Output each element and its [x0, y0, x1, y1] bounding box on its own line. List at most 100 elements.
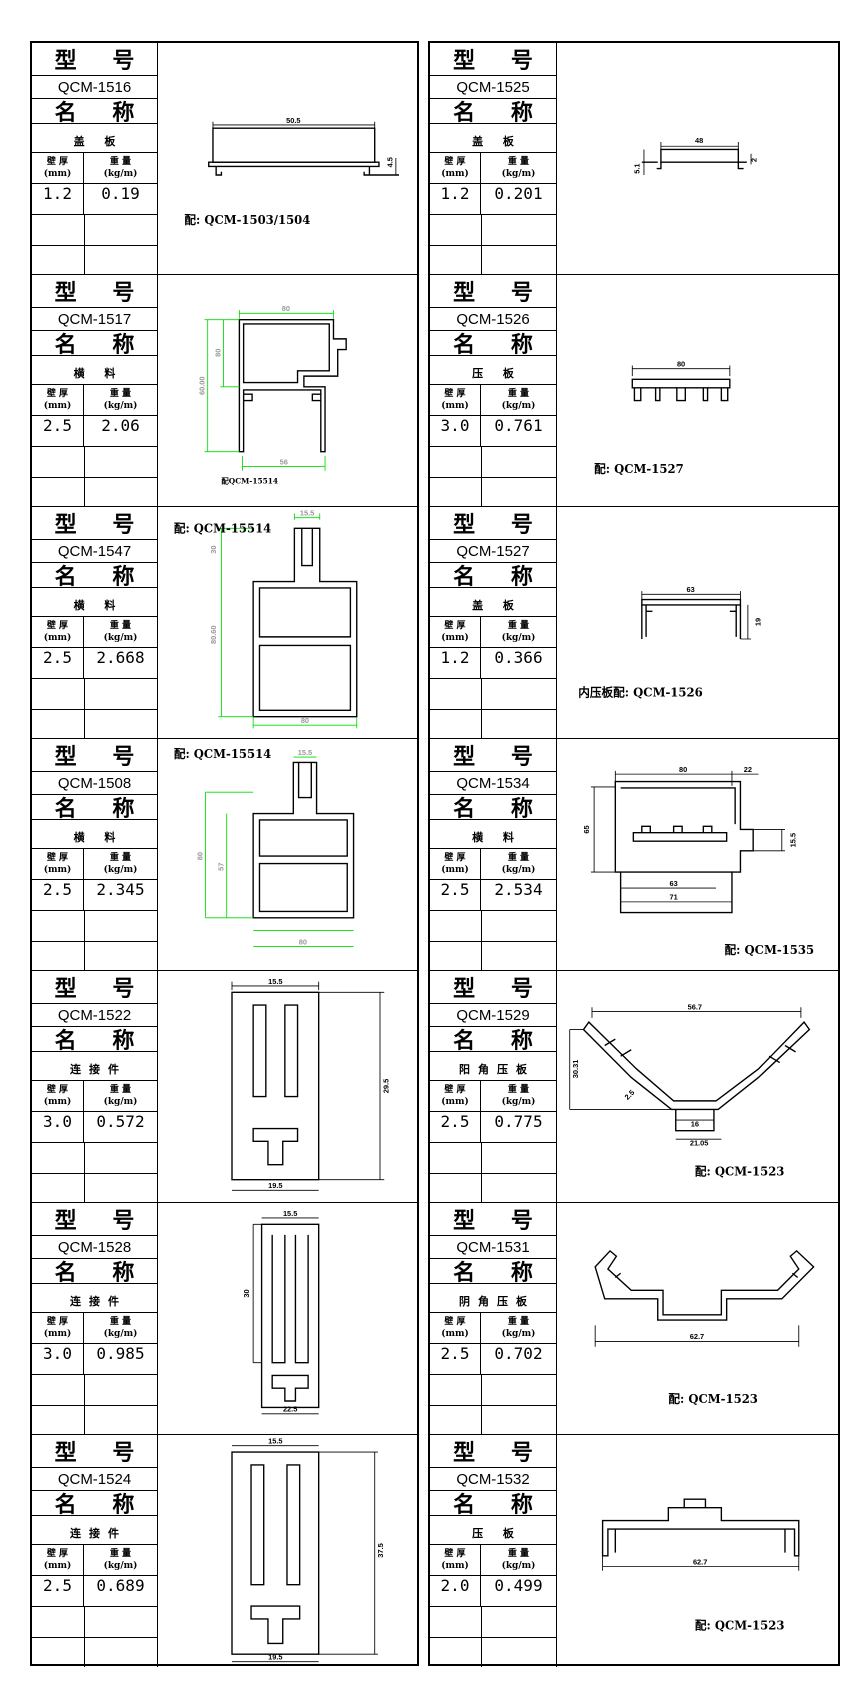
weight-header: 重 量(kg/m) — [481, 385, 556, 415]
type-label: 型 号 — [430, 507, 556, 540]
dimension-label: 62.7 — [693, 1557, 707, 1566]
weight-label: 重 量 — [109, 853, 132, 863]
weight-header: 重 量(kg/m) — [84, 1313, 157, 1343]
weight-value: 2.534 — [494, 880, 543, 899]
dimension-label: 30.31 — [571, 1060, 580, 1079]
dimension-label: 15.5 — [283, 1209, 297, 1218]
type-label: 型 号 — [32, 1203, 157, 1236]
weight-unit: (kg/m) — [103, 633, 138, 643]
profile-outline — [258, 587, 352, 638]
dimension-label: 56.7 — [688, 1002, 702, 1011]
profile-name: 横 料 — [32, 588, 157, 617]
profile-cross-section: 62.7配: QCM-1523 — [594, 1249, 815, 1406]
empty-spec-row — [430, 679, 556, 710]
name-label: 名 称 — [430, 331, 556, 358]
dimension-label: 15.5 — [268, 977, 282, 986]
thickness-unit: (mm) — [441, 401, 469, 411]
profile-outline — [614, 1272, 799, 1279]
dimension-label: 63 — [686, 585, 694, 594]
empty-spec-row — [32, 679, 157, 710]
weight-header: 重 量(kg/m) — [84, 1545, 157, 1575]
spec-header: 壁 厚 (mm) 重 量(kg/m) — [32, 1313, 157, 1344]
thickness-unit: (mm) — [441, 633, 469, 643]
column-divider — [84, 1174, 85, 1203]
model-number: QCM-1547 — [32, 540, 157, 563]
dimension-label: 62.7 — [690, 1332, 704, 1341]
dimension-label: 4.5 — [386, 157, 395, 167]
type-label: 型 号 — [430, 971, 556, 1004]
empty-spec-row — [32, 1174, 157, 1203]
thickness-label: 壁 厚 — [444, 621, 466, 631]
profile-name: 阴角压板 — [430, 1284, 556, 1313]
thickness-unit: (mm) — [43, 169, 72, 179]
dimension-line — [641, 591, 741, 600]
weight-value: 0.761 — [494, 416, 543, 435]
weight-value: 0.366 — [494, 648, 543, 667]
thickness-header: 壁 厚(mm) — [32, 617, 84, 647]
empty-spec-row — [430, 1406, 556, 1435]
model-number: QCM-1532 — [430, 1468, 556, 1491]
empty-spec-row — [430, 215, 556, 246]
thickness-label: 壁 厚 — [46, 1317, 69, 1327]
thickness-header: 壁 厚(mm) — [430, 1545, 481, 1575]
profile-outline — [301, 528, 314, 567]
empty-spec-row — [32, 710, 157, 739]
profile-outline — [660, 148, 740, 163]
mating-profile-note: 配: QCM-1527 — [594, 462, 684, 476]
profile-outline — [212, 127, 376, 163]
empty-spec-row — [32, 1375, 157, 1406]
column-divider — [84, 246, 85, 275]
spec-header: 壁 厚(mm)重 量(kg/m) — [430, 617, 556, 648]
weight-unit: (kg/m) — [103, 1561, 138, 1571]
column-divider — [481, 478, 482, 507]
dimension-label: 63 — [670, 879, 678, 888]
profile-outline — [252, 1004, 299, 1098]
profile-name: 盖 板 — [32, 124, 157, 153]
thickness-label: 壁 厚 — [46, 1085, 69, 1095]
dimension-label: 2 — [749, 158, 758, 162]
weight-value: 0.689 — [96, 1576, 145, 1595]
dimension-label: 65 — [582, 825, 591, 833]
wall-thickness-value: 1.2 — [32, 184, 84, 214]
profile-outline — [215, 166, 223, 176]
profile-outline — [258, 819, 348, 857]
dimension-label: 71 — [670, 893, 678, 902]
profile-outline — [641, 825, 713, 833]
dimension-label: 80 — [195, 852, 204, 860]
thickness-header: 壁 厚(mm) — [430, 849, 481, 879]
mating-profile-note: 配: QCM-15514 — [174, 747, 271, 761]
thickness-unit: (mm) — [43, 633, 72, 643]
profile-name: 连接件 — [32, 1052, 157, 1081]
empty-spec-row — [32, 478, 157, 507]
thickness-header: 壁 厚(mm) — [32, 1545, 84, 1575]
profile-outline — [271, 1374, 309, 1402]
dimension-line — [631, 365, 731, 377]
model-number: QCM-1525 — [430, 76, 556, 99]
model-number: QCM-1528 — [32, 1236, 157, 1259]
thickness-unit: (mm) — [43, 1329, 72, 1339]
dimension-label: 22 — [744, 765, 752, 774]
dimension-label: 30 — [242, 1289, 251, 1297]
profile-outline — [631, 378, 731, 389]
spec-header: 壁 厚(mm)重 量(kg/m) — [32, 617, 157, 648]
column-divider — [84, 215, 85, 245]
profile-name: 盖 板 — [430, 124, 556, 153]
spec-header: 壁 厚(mm)重 量(kg/m) — [32, 153, 157, 184]
